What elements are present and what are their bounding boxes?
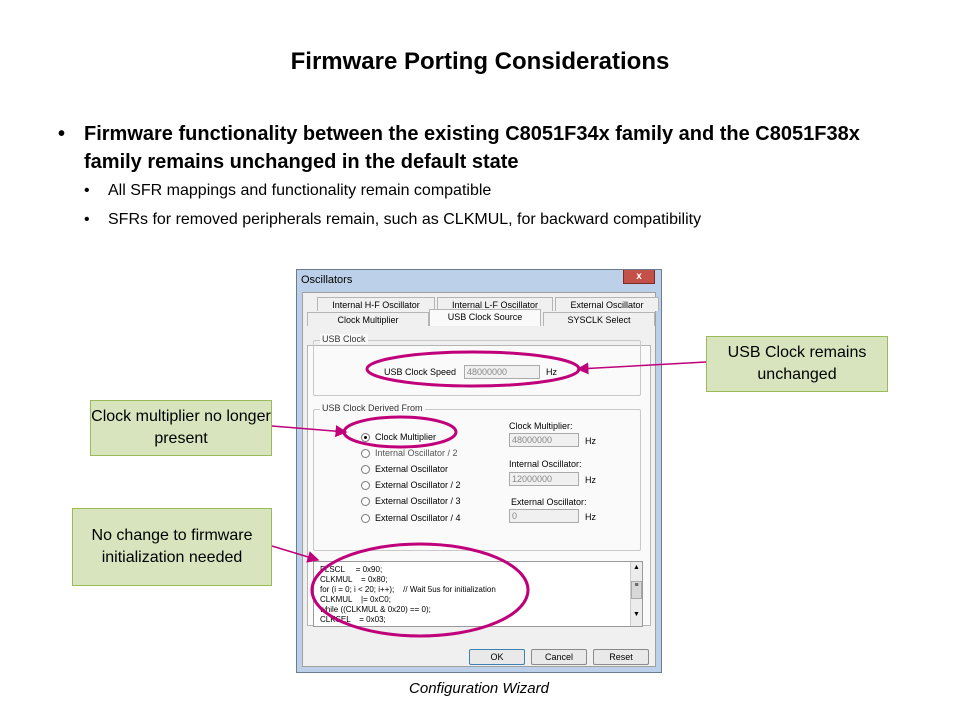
tab-usb-clock-source[interactable]: USB Clock Source bbox=[429, 309, 541, 326]
tab-external-oscillator[interactable]: External Oscillator bbox=[555, 297, 659, 311]
oscillators-dialog: Oscillators x Internal H-F Oscillator In… bbox=[296, 269, 662, 673]
clock-multiplier-label: Clock Multiplier: bbox=[509, 421, 573, 431]
code-preview[interactable]: FLSCL = 0x90; CLKMUL = 0x80; for (i = 0;… bbox=[313, 561, 643, 627]
external-oscillator-unit: Hz bbox=[585, 512, 596, 522]
option-clock-multiplier[interactable]: Clock Multiplier bbox=[375, 432, 437, 442]
option-external-oscillator[interactable]: External Oscillator bbox=[375, 464, 449, 474]
internal-oscillator-unit: Hz bbox=[585, 475, 596, 485]
cancel-button[interactable]: Cancel bbox=[531, 649, 587, 665]
option-external-oscillator-2[interactable]: External Oscillator / 2 bbox=[375, 480, 461, 490]
callout-clock-multiplier: Clock multiplier no longer present bbox=[90, 400, 272, 456]
option-internal-oscillator-2[interactable]: Internal Oscillator / 2 bbox=[375, 448, 458, 458]
external-oscillator-label: External Oscillator: bbox=[511, 497, 587, 507]
dialog-body: Internal H-F Oscillator Internal L-F Osc… bbox=[302, 292, 659, 667]
code-line: FLSCL = 0x90; bbox=[320, 565, 383, 574]
scroll-up-icon[interactable]: ▲ bbox=[633, 564, 640, 571]
figure-caption: Configuration Wizard bbox=[409, 680, 549, 697]
radio-clock-multiplier[interactable] bbox=[361, 433, 370, 442]
option-external-oscillator-3[interactable]: External Oscillator / 3 bbox=[375, 496, 461, 506]
sub-bullet-text: All SFR mappings and functionality remai… bbox=[108, 182, 492, 199]
code-line: CLKMUL = 0x80; bbox=[320, 575, 388, 584]
scroll-down-icon[interactable]: ▼ bbox=[633, 611, 640, 618]
radio-external-oscillator-4[interactable] bbox=[361, 514, 370, 523]
usb-clock-highlight-ellipse bbox=[365, 350, 581, 388]
radio-external-oscillator[interactable] bbox=[361, 465, 370, 474]
reset-button[interactable]: Reset bbox=[593, 649, 649, 665]
radio-external-oscillator-3[interactable] bbox=[361, 497, 370, 506]
ok-button[interactable]: OK bbox=[469, 649, 525, 665]
bullet-glyph: • bbox=[84, 182, 90, 199]
code-line: for (i = 0; i < 20; i++); // Wait 5us fo… bbox=[320, 585, 496, 594]
code-scrollbar[interactable]: ▲ ≡ ▼ bbox=[630, 562, 642, 626]
external-oscillator-field[interactable]: 0 bbox=[509, 509, 579, 523]
clock-multiplier-arrow bbox=[271, 425, 348, 438]
bullet-glyph: • bbox=[84, 211, 90, 228]
usb-clock-unit: Hz bbox=[546, 367, 557, 377]
usb-clock-arrow bbox=[576, 361, 707, 375]
code-highlight-ellipse bbox=[310, 542, 530, 638]
clock-multiplier-unit: Hz bbox=[585, 436, 596, 446]
tab-sysclk-select[interactable]: SYSCLK Select bbox=[543, 312, 655, 326]
usb-clock-speed-label: USB Clock Speed bbox=[384, 367, 457, 377]
derived-group-label: USB Clock Derived From bbox=[320, 403, 425, 413]
bullet-glyph: • bbox=[58, 123, 66, 145]
slide-title: Firmware Porting Considerations bbox=[290, 48, 670, 75]
tab-internal-hf-oscillator[interactable]: Internal H-F Oscillator bbox=[317, 297, 435, 311]
firmware-init-arrow bbox=[271, 545, 320, 563]
clock-multiplier-highlight-ellipse bbox=[342, 415, 458, 449]
scroll-thumb[interactable]: ≡ bbox=[631, 581, 642, 599]
close-icon[interactable]: x bbox=[623, 270, 655, 284]
callout-firmware-init: No change to firmware initialization nee… bbox=[72, 508, 272, 586]
tab-internal-lf-oscillator[interactable]: Internal L-F Oscillator bbox=[437, 297, 553, 311]
dialog-title: Oscillators bbox=[301, 274, 353, 286]
usb-clock-speed-field[interactable]: 48000000 bbox=[464, 365, 540, 379]
clock-multiplier-field[interactable]: 48000000 bbox=[509, 433, 579, 447]
code-line: while ((CLKMUL & 0x20) == 0); bbox=[320, 605, 431, 614]
option-external-oscillator-4[interactable]: External Oscillator / 4 bbox=[375, 513, 461, 523]
usb-clock-group: USB Clock USB Clock Speed 48000000 Hz bbox=[313, 334, 641, 396]
tab-clock-multiplier[interactable]: Clock Multiplier bbox=[307, 312, 429, 326]
callout-usb-clock: USB Clock remains unchanged bbox=[706, 336, 888, 392]
radio-external-oscillator-2[interactable] bbox=[361, 481, 370, 490]
code-line: CLKMUL |= 0xC0; bbox=[320, 595, 391, 604]
internal-oscillator-field[interactable]: 12000000 bbox=[509, 472, 579, 486]
usb-clock-group-label: USB Clock bbox=[320, 334, 368, 344]
sub-bullet-text: SFRs for removed peripherals remain, suc… bbox=[108, 211, 702, 228]
radio-internal-oscillator-2[interactable] bbox=[361, 449, 370, 458]
main-bullet-text: Firmware functionality between the exist… bbox=[84, 123, 860, 173]
internal-oscillator-label: Internal Oscillator: bbox=[509, 459, 582, 469]
